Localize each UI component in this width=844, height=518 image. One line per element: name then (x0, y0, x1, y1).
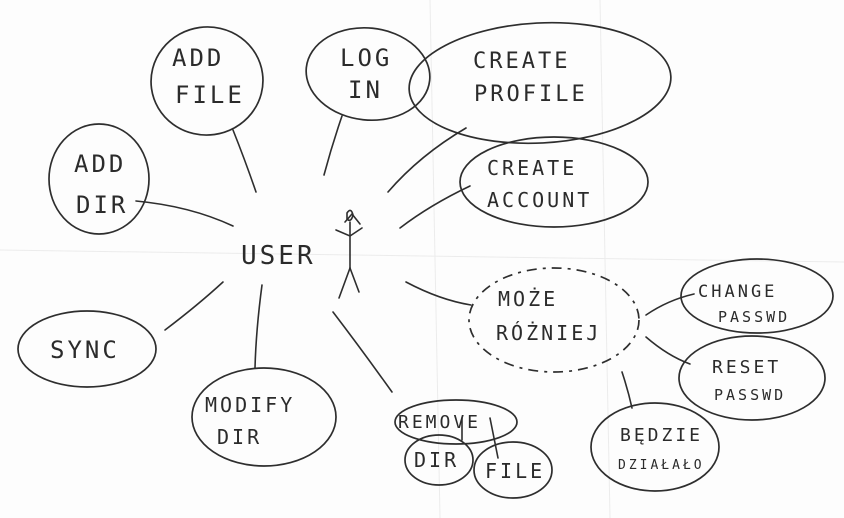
connector-reset-passwd (645, 336, 691, 365)
add-file-line1: ADD (172, 44, 224, 72)
connectors (135, 115, 695, 459)
ellipse-add-dir (48, 123, 150, 235)
ellipse-modify-dir (191, 367, 337, 467)
remove-label: REMOVE (398, 412, 481, 433)
ellipse-remove-dir (404, 434, 474, 486)
ellipse-reset-passwd (678, 335, 826, 421)
stick-figure-icon (335, 209, 363, 299)
connector-create-profile (387, 127, 467, 193)
actor-label: USER (241, 241, 316, 271)
ellipse-remove-file (473, 441, 553, 499)
ellipse-create-profile (408, 21, 672, 145)
connector-remove (332, 311, 393, 393)
ellipse-sync (17, 310, 157, 388)
ellipse-bedzie-dzialalo (590, 402, 720, 492)
connector-sync (164, 281, 224, 331)
add-file-line2: FILE (175, 81, 245, 109)
ellipse-moze-rozniej (468, 267, 640, 373)
connector-remove-file (489, 417, 499, 459)
add-dir-line2: DIR (76, 191, 128, 219)
log-in-line2: IN (348, 76, 383, 104)
ellipse-remove (394, 399, 518, 445)
create-profile-line1: CREATE (473, 49, 570, 74)
create-account-line2: ACCOUNT (487, 188, 592, 212)
ellipse-add-file (150, 26, 264, 136)
sync-label: SYNC (50, 336, 120, 364)
reset-passwd-line1: RESET (712, 357, 781, 378)
connector-add-dir (135, 200, 234, 227)
log-in-line1: LOG (340, 44, 392, 72)
connector-moze (405, 281, 472, 306)
reset-passwd-line2: PASSWD (714, 386, 786, 404)
bedzie-line1: BĘDZIE (620, 425, 703, 446)
ellipse-create-account (459, 136, 649, 228)
add-dir-line1: ADD (74, 150, 126, 178)
connector-create-account (399, 185, 471, 229)
labels: ADD FILE LOG IN CREATE PROFILE CREATE AC… (50, 44, 790, 483)
ellipses (17, 21, 834, 499)
bedzie-line2: DZIAŁAŁO (618, 458, 705, 473)
change-passwd-line1: CHANGE (698, 282, 777, 302)
connector-bedzie (621, 371, 633, 409)
connector-log-in (323, 115, 343, 176)
create-account-line1: CREATE (487, 156, 577, 180)
connector-change-passwd (645, 293, 695, 316)
connector-add-file (232, 129, 257, 193)
modify-dir-line1: MODIFY (205, 393, 295, 417)
ellipse-log-in (305, 26, 431, 122)
modify-dir-line2: DIR (217, 425, 262, 449)
ellipse-change-passwd (680, 258, 834, 334)
create-profile-line2: PROFILE (474, 82, 588, 107)
connector-modify-dir (254, 284, 263, 369)
moze-line2: RÓŻNIEJ (496, 321, 601, 345)
remove-dir-label: DIR (414, 448, 459, 472)
remove-file-label: FILE (485, 459, 545, 483)
moze-line1: MOŻE (498, 287, 558, 311)
change-passwd-line2: PASSWD (718, 308, 790, 326)
